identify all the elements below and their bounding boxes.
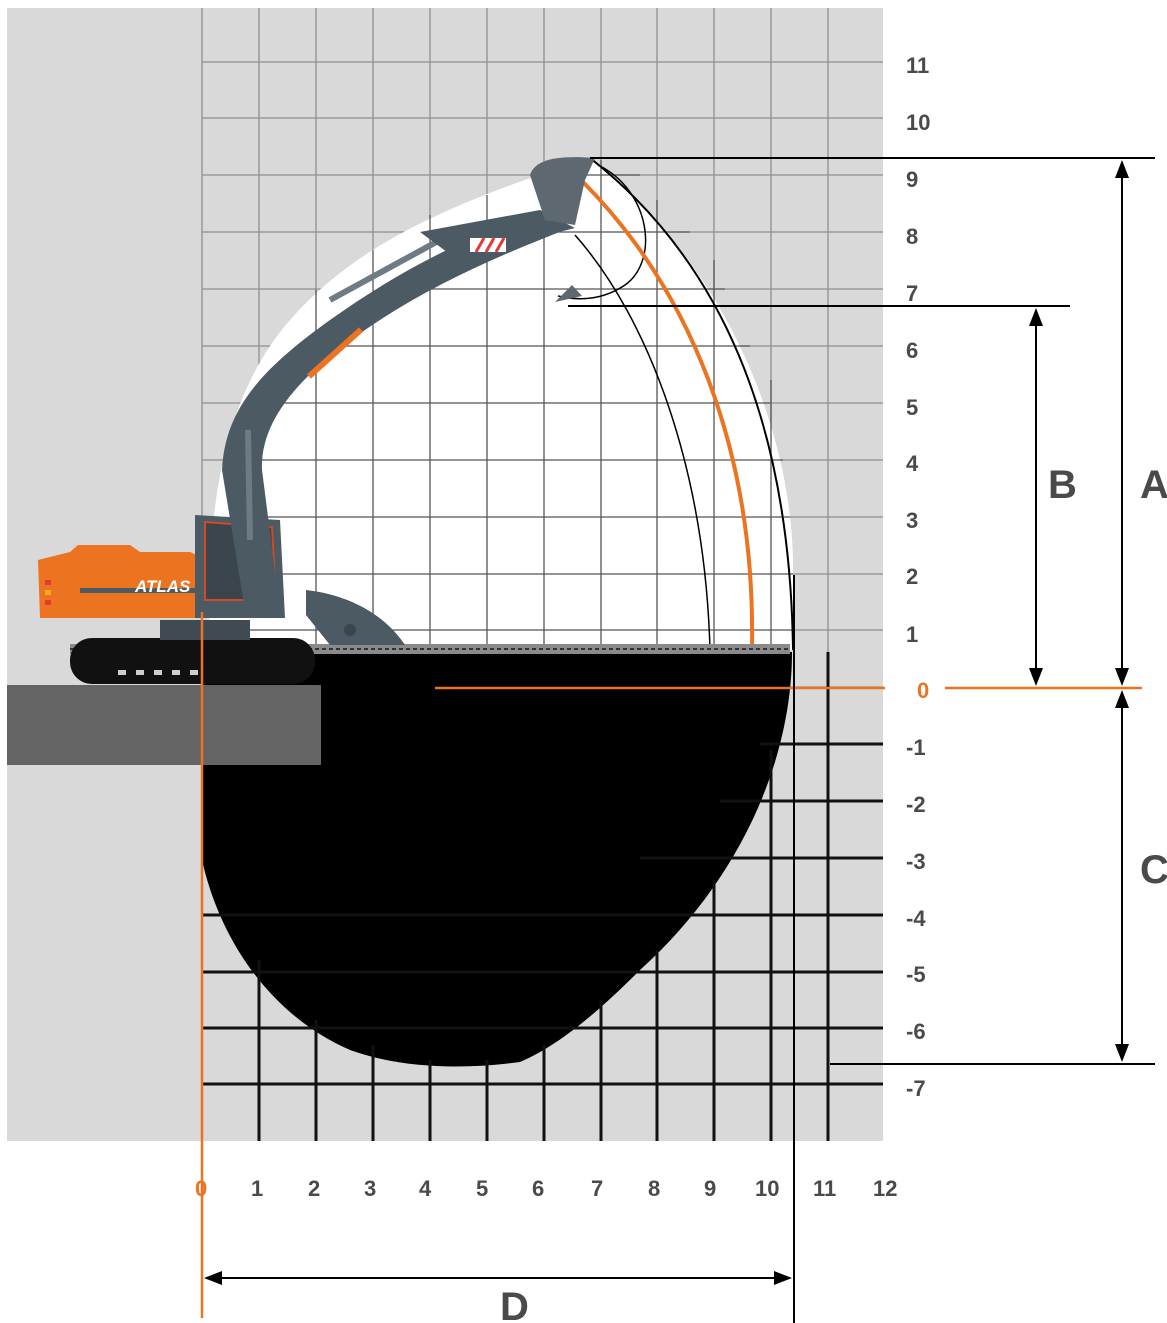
x-tick: 9 [704, 1176, 716, 1201]
underground-grid [202, 652, 883, 1141]
track-rollers [118, 670, 198, 675]
dimension-label-c: C [1140, 848, 1167, 892]
x-tick: 5 [476, 1176, 488, 1201]
engine-hood [70, 545, 140, 552]
excavator-arm [420, 210, 575, 258]
y-axis-ticks: 11 10 9 8 7 6 5 4 3 2 1 0 -1 -2 -3 -4 -5… [906, 53, 930, 1101]
cab-brand-logo: ATLAS [134, 577, 191, 596]
excavator: ATLAS ATLAS [38, 157, 595, 684]
tail-lights [45, 580, 51, 605]
x-tick: 3 [364, 1176, 376, 1201]
x-tick: 10 [755, 1176, 779, 1201]
x-tick: 7 [591, 1176, 603, 1201]
y-tick: -1 [906, 735, 926, 760]
outer-reach-curve [589, 157, 794, 651]
y-tick: 11 [906, 53, 929, 78]
excavator-boom [222, 212, 570, 610]
y-tick: 10 [906, 110, 930, 135]
arm-cylinder [328, 237, 442, 303]
dimension-label-a: A [1140, 463, 1167, 507]
orange-reach-curve [581, 180, 755, 646]
y-tick: 4 [906, 451, 919, 476]
bucket-tip-marker [555, 285, 582, 302]
y-tick: 1 [906, 622, 918, 647]
x-tick: 8 [648, 1176, 660, 1201]
y-tick: -5 [906, 962, 926, 987]
dimension-label-d: D [500, 1285, 529, 1323]
x-tick: 11 [813, 1176, 836, 1201]
boom-stripe [306, 327, 364, 379]
excavator-bucket [530, 157, 595, 225]
x-tick: 12 [873, 1176, 897, 1201]
bucket-arc-curve [557, 164, 647, 300]
dozer-blade [306, 590, 405, 645]
excavator-body-stripe [80, 588, 250, 593]
dimension-lines [210, 157, 1155, 1323]
arm-warning-stripes [470, 237, 506, 253]
x-tick-zero: 0 [195, 1176, 207, 1201]
y-tick: 3 [906, 508, 918, 533]
y-tick: -4 [906, 906, 926, 931]
envelope-below-ground [202, 652, 792, 1067]
y-tick: 9 [906, 167, 918, 192]
y-tick: 7 [906, 281, 918, 306]
y-tick: -2 [906, 792, 926, 817]
boom-cylinder [245, 429, 253, 541]
y-tick: -6 [906, 1019, 926, 1044]
y-tick: 6 [906, 338, 918, 363]
x-tick: 6 [532, 1176, 544, 1201]
x-tick: 1 [251, 1176, 263, 1201]
envelope-above-ground [209, 158, 794, 650]
blade-pivot [344, 624, 356, 636]
excavator-tracks [70, 638, 315, 684]
excavator-undercarriage [160, 620, 250, 640]
ground-block [7, 685, 321, 765]
dimension-arrowheads [204, 160, 1129, 1285]
y-tick: 2 [906, 564, 918, 589]
y-tick: 8 [906, 224, 918, 249]
inner-reach-curve [574, 234, 711, 651]
x-tick: 4 [419, 1176, 432, 1201]
y-tick: 5 [906, 395, 918, 420]
y-tick: -3 [906, 849, 926, 874]
y-tick-zero: 0 [917, 678, 929, 703]
x-axis-ticks: 0 1 2 3 4 5 6 7 8 9 10 11 12 [195, 1176, 897, 1201]
x-tick: 2 [308, 1176, 320, 1201]
dimension-label-b: B [1048, 463, 1077, 507]
y-tick: -7 [906, 1076, 926, 1101]
